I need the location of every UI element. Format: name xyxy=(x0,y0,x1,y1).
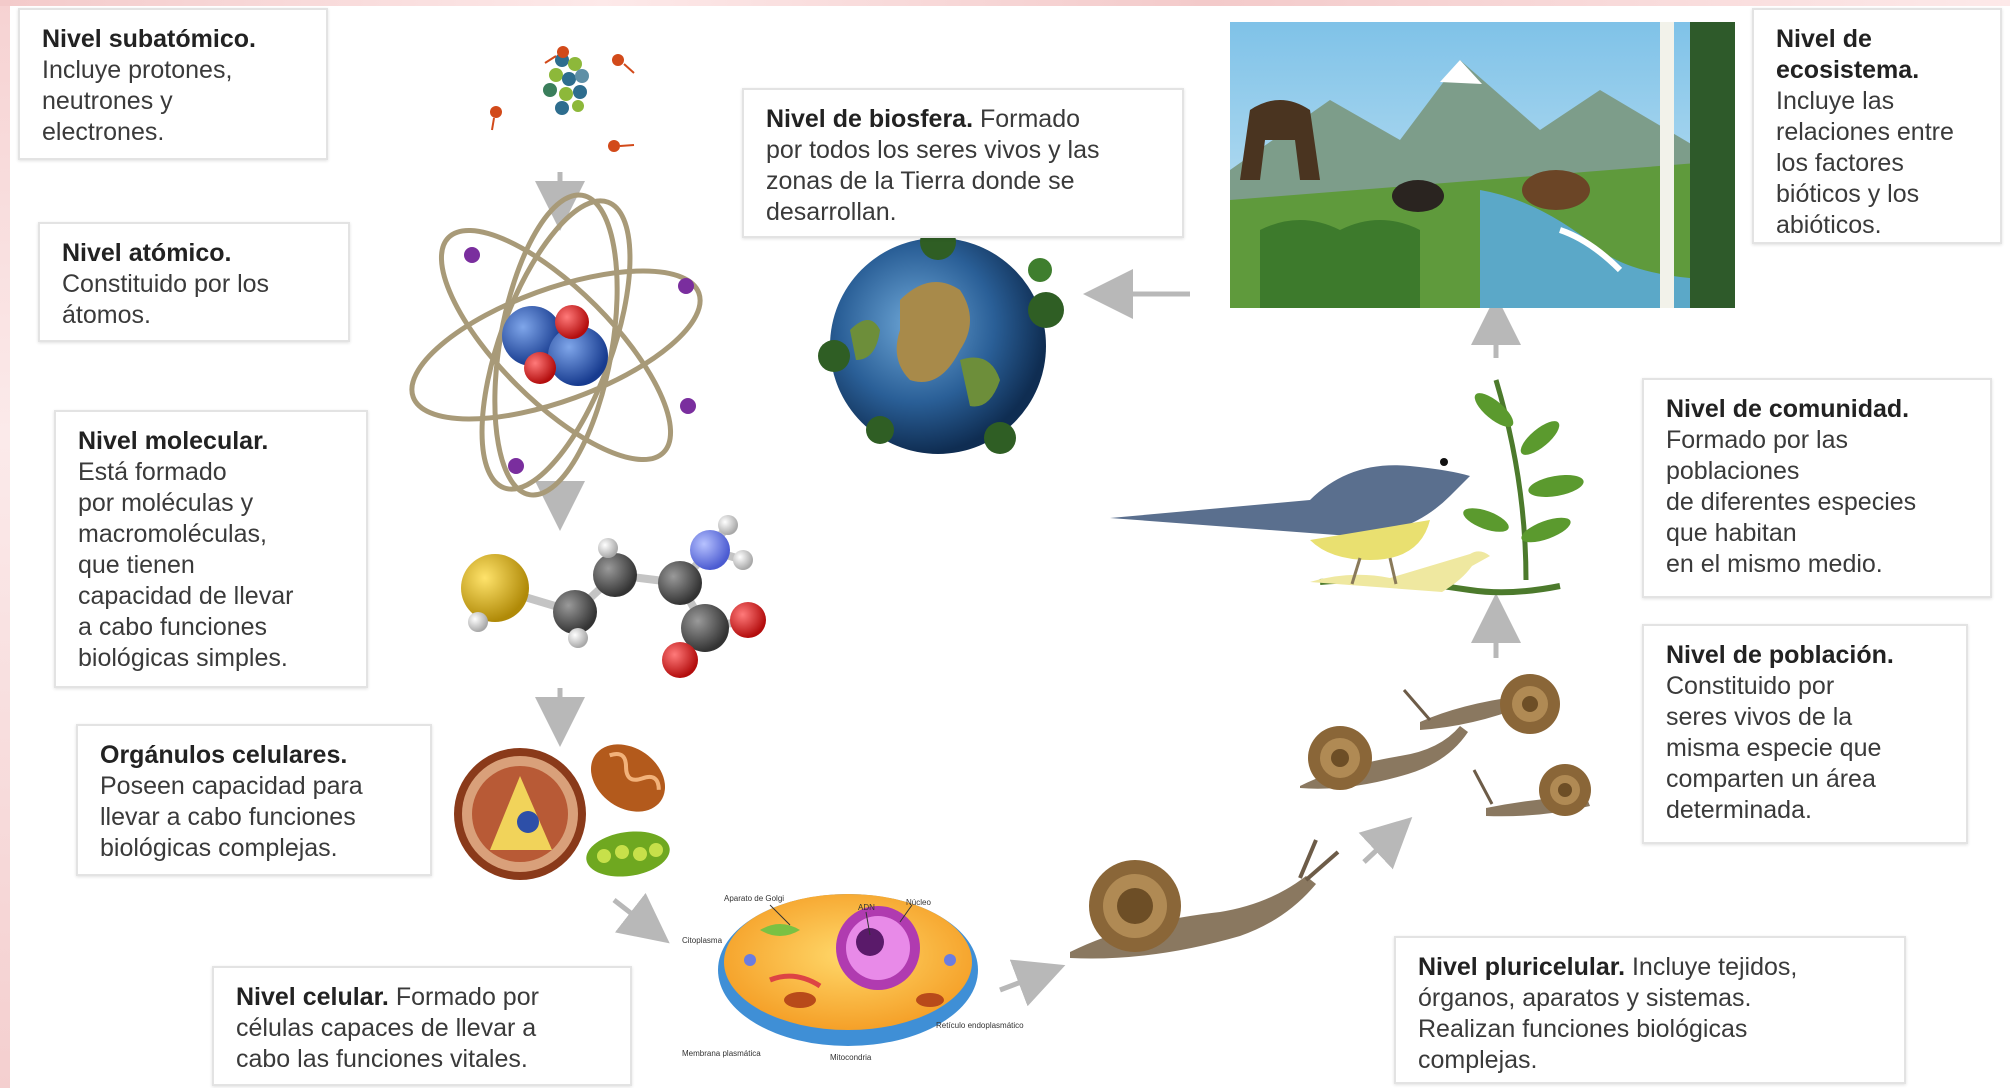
level-text-population: Constituido por seres vivos de la misma … xyxy=(1666,671,1944,826)
level-box-molecular: Nivel molecular. Está formado por molécu… xyxy=(54,410,368,688)
cell-label-nucleo: Núcleo xyxy=(906,898,931,907)
bird-plant-illustration xyxy=(1110,380,1585,592)
snail-population-illustration xyxy=(1300,674,1591,816)
level-text-molecular: Está formado por moléculas y macromolécu… xyxy=(78,457,344,674)
organelles-illustration xyxy=(454,730,678,881)
arrow-organelles-to-cell xyxy=(614,900,650,928)
level-title-multicellular: Nivel pluricelular. xyxy=(1418,953,1625,981)
cell-label-golgi: Aparato de Golgi xyxy=(724,894,784,903)
level-title-atomic: Nivel atómico. xyxy=(62,239,232,267)
level-title-community: Nivel de comunidad. xyxy=(1666,395,1909,423)
arrow-multicellular-to-population xyxy=(1364,834,1394,862)
level-box-organelles: Orgánulos celulares. Poseen capacidad pa… xyxy=(76,724,432,876)
level-box-cellular: Nivel celular. Formado por células capac… xyxy=(212,966,632,1086)
cell-label-reticulo: Retículo endoplasmático xyxy=(936,1021,1024,1030)
cell-label-mitocondria: Mitocondria xyxy=(830,1053,872,1062)
ecosystem-illustration xyxy=(1230,22,1735,308)
level-text-ecosystem: Incluye las relaciones entre los factore… xyxy=(1776,86,1978,241)
subatomic-particles-illustration xyxy=(490,46,634,152)
level-title-molecular: Nivel molecular. xyxy=(78,427,268,455)
level-title-ecosystem: Nivel de ecosistema. xyxy=(1776,24,1978,86)
level-box-ecosystem: Nivel de ecosistema. Incluye las relacio… xyxy=(1752,8,2002,244)
level-box-atomic: Nivel atómico. Constituido por los átomo… xyxy=(38,222,350,342)
level-title-population: Nivel de población. xyxy=(1666,641,1894,669)
level-box-population: Nivel de población. Constituido por sere… xyxy=(1642,624,1968,844)
molecule-atoms xyxy=(461,515,766,678)
cell-label-adn: ADN xyxy=(858,903,875,912)
level-box-subatomic: Nivel subatómico. Incluye protones, neut… xyxy=(18,8,328,160)
earth-illustration xyxy=(818,224,1064,454)
level-text-subatomic: Incluye protones, neutrones y electrones… xyxy=(42,55,304,148)
level-title-organelles: Orgánulos celulares. xyxy=(100,741,347,769)
level-box-biosphere: Nivel de biosfera. Formado por todos los… xyxy=(742,88,1184,238)
level-title-biosphere: Nivel de biosfera. xyxy=(766,105,973,133)
level-text-atomic: Constituido por los átomos. xyxy=(62,269,326,331)
level-text-community: Formado por las poblaciones de diferente… xyxy=(1666,425,1968,580)
snail-illustration xyxy=(1070,840,1338,959)
arrow-cell-to-multicellular xyxy=(1000,974,1042,990)
level-box-multicellular: Nivel pluricelular. Incluye tejidos, órg… xyxy=(1394,936,1906,1084)
cell-label-membrana: Membrana plasmática xyxy=(682,1049,761,1058)
level-box-community: Nivel de comunidad. Formado por las pobl… xyxy=(1642,378,1992,598)
level-title-subatomic: Nivel subatómico. xyxy=(42,25,256,53)
cell-label-citoplasma: Citoplasma xyxy=(682,936,723,945)
level-text-organelles: Poseen capacidad para llevar a cabo func… xyxy=(100,771,408,864)
level-title-cellular: Nivel celular. xyxy=(236,983,389,1011)
